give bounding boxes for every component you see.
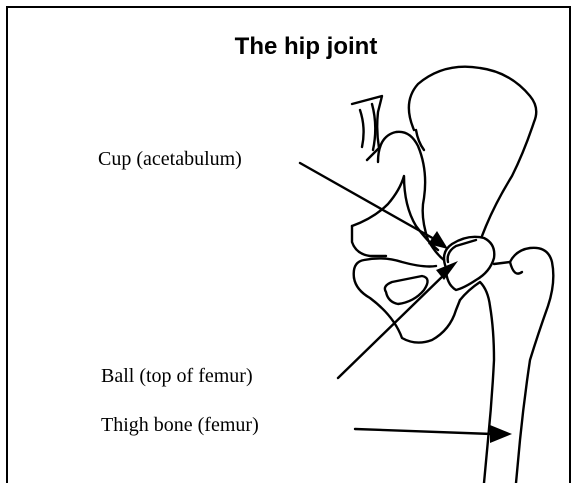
sacrum-outline [352,96,382,160]
iliac-wing-outline [409,67,536,236]
thigh-bone-label: Thigh bone (femur) [101,414,259,437]
obturator-foramen-outline [385,276,428,304]
femoral-head-outline [444,237,494,290]
ball-pointer-arrow [338,261,458,378]
cup-label: Cup (acetabulum) [98,148,242,171]
ball-label: Ball (top of femur) [101,365,253,388]
femur-outline [460,248,553,483]
